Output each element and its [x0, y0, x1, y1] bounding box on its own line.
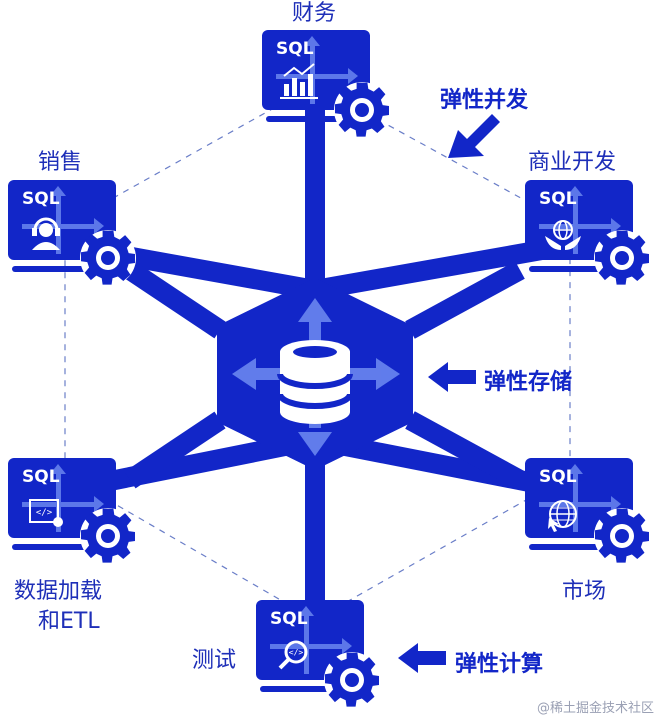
- callout-elastic-compute: 弹性计算: [455, 652, 544, 677]
- gear-icon: [80, 230, 136, 286]
- globe-hands-icon: [545, 220, 581, 250]
- node-label-market: 市场: [562, 579, 607, 604]
- gear-icon: [324, 652, 380, 708]
- sql-card-test: SQL </>: [256, 600, 380, 708]
- node-label-etl-line2: 和ETL: [38, 609, 100, 634]
- sql-card-sales: SQL: [8, 180, 136, 286]
- watermark: @稀土掘金技术社区: [536, 701, 654, 716]
- sql-label: SQL: [22, 189, 60, 209]
- headset-agent-icon: [32, 217, 60, 250]
- database-icon: [277, 340, 353, 424]
- sql-label: SQL: [539, 189, 577, 209]
- callout-elastic-concurrency: 弹性并发: [440, 88, 529, 113]
- gear-icon: [594, 508, 650, 564]
- sql-card-finance: SQL: [262, 30, 390, 138]
- sql-card-etl: SQL </>: [8, 458, 136, 564]
- node-label-test: 测试: [192, 648, 237, 673]
- svg-text:</>: </>: [36, 508, 53, 518]
- gear-icon: [80, 508, 136, 564]
- magnifier-code-icon: </>: [278, 640, 308, 670]
- card-arrows: [22, 186, 104, 254]
- sql-card-market: SQL: [525, 458, 650, 564]
- concurrency-arrow: [448, 114, 500, 158]
- sql-label: SQL: [276, 39, 314, 59]
- callout-arrows: [398, 114, 500, 673]
- gear-icon: [334, 82, 390, 138]
- card-arrows: [270, 606, 352, 674]
- node-label-etl: 数据加载: [14, 579, 103, 604]
- storage-arrow: [428, 362, 476, 392]
- node-label-bizdev: 商业开发: [528, 150, 617, 175]
- card-arrows: [539, 186, 621, 254]
- sql-label: SQL: [539, 467, 577, 487]
- callout-elastic-storage: 弹性存储: [484, 370, 573, 395]
- card-arrows: [539, 464, 621, 532]
- gear-icon: [594, 230, 650, 286]
- sql-label: SQL: [22, 467, 60, 487]
- card-arrows: [276, 36, 358, 104]
- node-label-sales: 销售: [38, 150, 83, 175]
- node-label-finance: 财务: [292, 1, 337, 26]
- svg-text:</>: </>: [289, 648, 304, 657]
- sql-card-bizdev: SQL: [525, 180, 650, 286]
- sql-label: SQL: [270, 609, 308, 629]
- bar-chart-icon: [280, 63, 318, 99]
- compute-arrow: [398, 643, 446, 673]
- globe-cursor-icon: [548, 500, 577, 532]
- code-window-icon: </>: [29, 499, 63, 527]
